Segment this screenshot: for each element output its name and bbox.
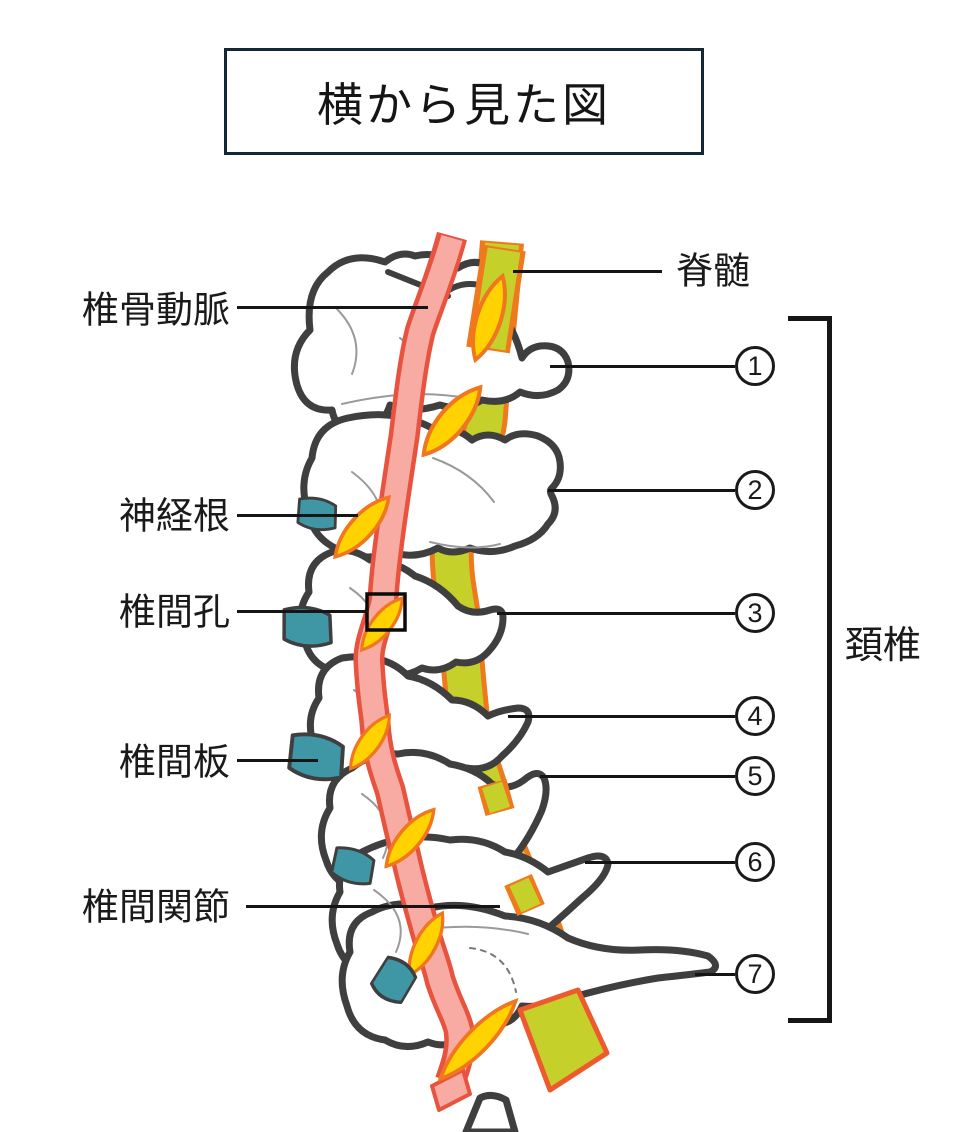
vertebra-number-5: 5 bbox=[735, 756, 775, 796]
leader-line-facet-joint bbox=[246, 904, 500, 908]
vertebra-number-2: 2 bbox=[735, 470, 775, 510]
leader-line-intervertebral-foramen bbox=[237, 609, 368, 613]
vertebra-number-4: 4 bbox=[735, 696, 775, 736]
label-vertebral-artery: 椎骨動脈 bbox=[82, 289, 230, 331]
page-title: 横から見た図 bbox=[317, 79, 611, 131]
spinal-cord-end bbox=[517, 987, 610, 1093]
leader-line-vertebra-2 bbox=[548, 488, 735, 492]
vertebra-number-7: 7 bbox=[735, 954, 775, 994]
leader-line-vertebra-1 bbox=[550, 364, 735, 368]
vertebra-number-1: 1 bbox=[735, 346, 775, 386]
vertebra-t1-fragment bbox=[462, 1091, 519, 1132]
leader-line-vertebra-6 bbox=[585, 860, 735, 864]
leader-line-vertebra-5 bbox=[540, 774, 735, 778]
leader-line-vertebra-7 bbox=[695, 972, 735, 976]
label-facet-joint: 椎間関節 bbox=[82, 886, 230, 928]
label-spinal-cord: 脊髄 bbox=[676, 250, 750, 292]
leader-line-vertebral-artery bbox=[237, 305, 428, 309]
leader-line-vertebra-4 bbox=[508, 714, 735, 718]
label-nerve-root: 神経根 bbox=[119, 495, 230, 537]
bracket-vertical bbox=[827, 316, 832, 1023]
label-cervical-spine: 頚椎 bbox=[845, 625, 922, 667]
label-intervertebral-disc: 椎間板 bbox=[119, 741, 230, 783]
bracket-tick-top bbox=[788, 316, 832, 321]
leader-line-nerve-root bbox=[237, 513, 358, 517]
leader-line-spinal-cord bbox=[513, 269, 662, 273]
leader-line-intervertebral-disc bbox=[237, 758, 318, 762]
label-intervertebral-foramen: 椎間孔 bbox=[119, 591, 230, 633]
leader-line-vertebra-3 bbox=[497, 611, 735, 615]
vertebra-number-6: 6 bbox=[735, 842, 775, 882]
title-box: 横から見た図 bbox=[224, 48, 704, 155]
vertebra-number-3: 3 bbox=[735, 593, 775, 633]
bracket-tick-bottom bbox=[788, 1018, 832, 1023]
